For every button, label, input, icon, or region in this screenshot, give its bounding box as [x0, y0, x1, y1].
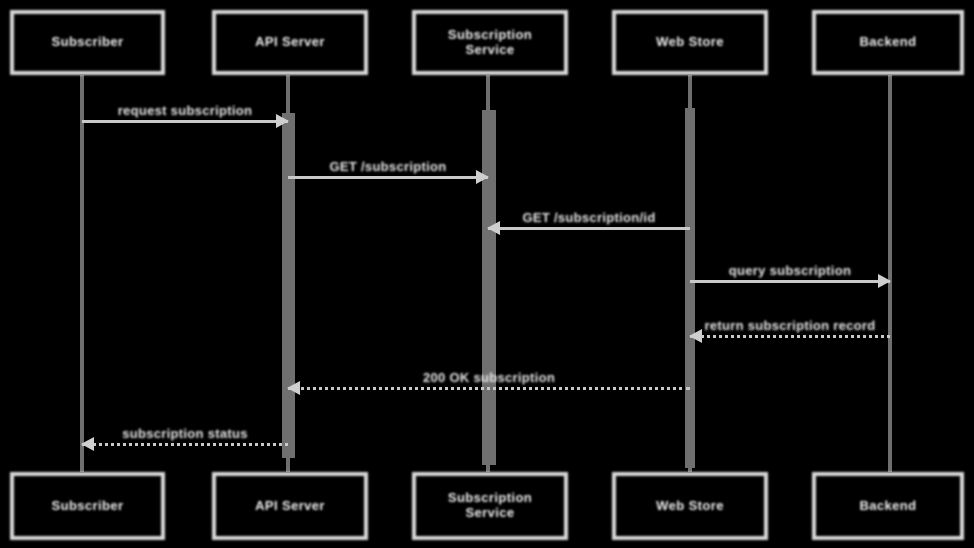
message-label-m3: GET /subscription/id	[522, 210, 656, 225]
arrowhead-right-icon	[276, 114, 289, 128]
lifeline-p1	[80, 75, 84, 472]
message-label-m5: return subscription record	[704, 318, 876, 333]
participant-box-top-p5[interactable]: Backend	[812, 10, 964, 75]
participant-box-bottom-p1[interactable]: Subscriber	[10, 472, 165, 540]
participant-label-p5: Backend	[859, 497, 917, 513]
message-label-m1: request subscription	[117, 103, 253, 118]
participant-label-p2: API Server	[255, 34, 325, 50]
message-line-m7	[82, 443, 288, 446]
message-line-m4	[690, 280, 890, 283]
arrowhead-left-icon	[287, 381, 300, 395]
participant-box-bottom-p2[interactable]: API Server	[212, 472, 368, 540]
message-label-m6: 200 OK subscription	[422, 370, 556, 385]
message-line-m1	[82, 120, 288, 123]
arrowhead-left-icon	[81, 437, 94, 451]
participant-box-top-p1[interactable]: Subscriber	[10, 10, 165, 75]
message-label-m4: query subscription	[728, 263, 852, 278]
message-line-m2	[288, 176, 488, 179]
participant-label-p2: API Server	[255, 497, 325, 513]
arrowhead-right-icon	[476, 170, 489, 184]
activation-bar-p3	[482, 110, 496, 465]
activation-bar-p2	[282, 113, 295, 458]
message-label-m7: subscription status	[122, 426, 248, 441]
participant-label-p4: Web Store	[656, 497, 724, 513]
arrowhead-right-icon	[878, 274, 891, 288]
participant-box-bottom-p4[interactable]: Web Store	[612, 472, 768, 540]
lifeline-p5	[888, 75, 892, 472]
message-line-m3	[488, 227, 690, 230]
participant-label-p4: Web Store	[656, 34, 724, 50]
activation-bar-p4	[685, 108, 695, 468]
participant-box-bottom-p5[interactable]: Backend	[812, 472, 964, 540]
message-line-m6	[288, 387, 690, 390]
message-line-m5	[690, 335, 890, 338]
participant-label-p1: Subscriber	[51, 34, 124, 50]
participant-label-p5: Backend	[859, 34, 917, 50]
message-label-m2: GET /subscription	[329, 159, 447, 174]
arrowhead-left-icon	[487, 221, 500, 235]
arrowhead-left-icon	[689, 329, 702, 343]
participant-box-top-p4[interactable]: Web Store	[612, 10, 768, 75]
participant-box-top-p2[interactable]: API Server	[212, 10, 368, 75]
participant-label-p1: Subscriber	[51, 497, 124, 513]
